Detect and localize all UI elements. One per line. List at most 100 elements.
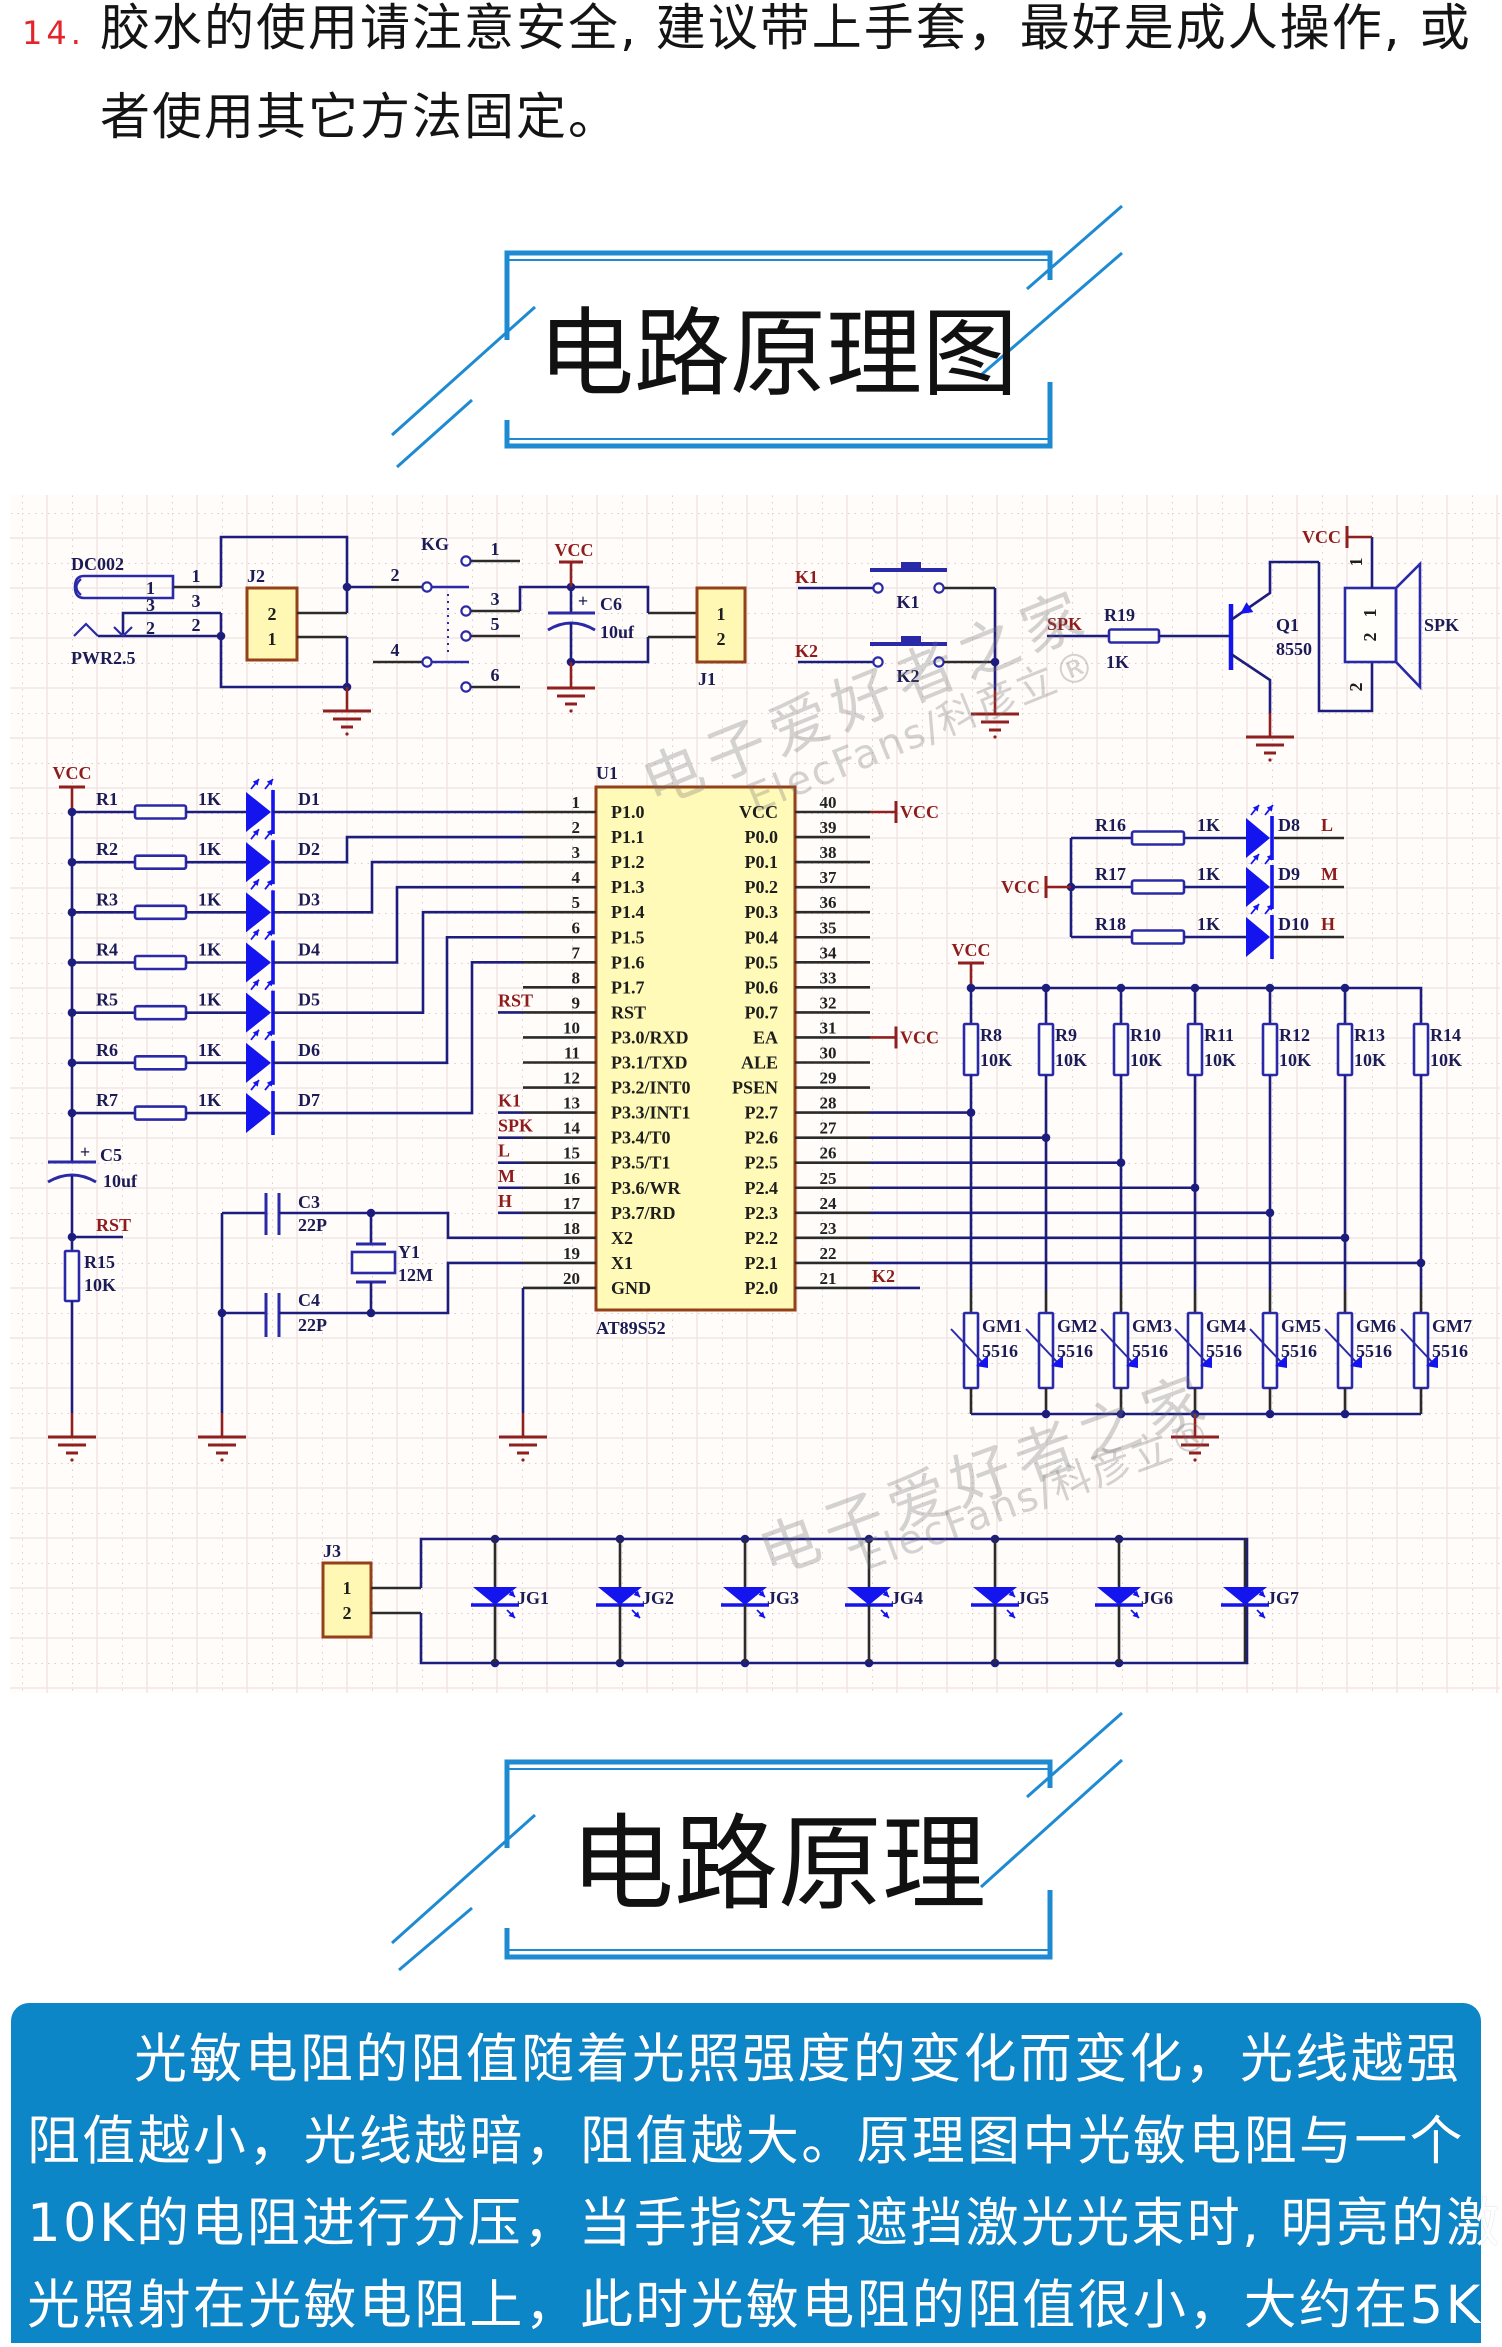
led-triangle [246, 1093, 271, 1134]
pin-number: 7 [572, 943, 581, 962]
wire [121, 611, 221, 634]
laser-diode: JG3 [721, 1534, 799, 1668]
light-arrow-icon [880, 1588, 890, 1598]
pin-name: P3.4/T0 [611, 1128, 671, 1148]
photoresistor-arrow-icon [1100, 1328, 1138, 1368]
description-panel: 光敏电阻的阻值随着光照强度的变化而变化，光线越强 阻值越小，光线越暗，阻值越大。… [11, 2003, 1499, 2343]
light-arrow-icon [1264, 853, 1274, 865]
light-arrow-icon [1130, 1609, 1140, 1619]
net-label: RST [498, 990, 533, 1010]
laser-diode: JG1 [471, 1534, 549, 1668]
switch-contact [872, 582, 884, 594]
ground-dot [345, 732, 349, 736]
pin-number: 13 [563, 1094, 580, 1113]
net-label: K2 [872, 1266, 895, 1286]
pin-number: 8 [572, 968, 581, 987]
ground-dot [220, 1458, 224, 1462]
switch-contact [421, 581, 433, 593]
pullup-label: R10 [1130, 1025, 1161, 1045]
laser-diode-label: JG5 [1017, 1588, 1049, 1608]
pin-number: 25 [820, 1169, 837, 1188]
pin-name: P0.6 [745, 977, 779, 997]
ground-icon [323, 687, 371, 736]
pin-name: ALE [741, 1053, 778, 1073]
arrow-head [252, 879, 259, 887]
resistor-label: R5 [96, 990, 118, 1010]
resistor-value: 1K [198, 940, 221, 960]
arrow-head [1252, 854, 1259, 861]
pin-number: 30 [820, 1044, 837, 1063]
resistor-body [133, 804, 188, 820]
arrow-head [1132, 1611, 1139, 1618]
speaker-body [1343, 586, 1398, 664]
photoresistor-label: GM7 [1432, 1316, 1472, 1336]
resistor-r19-label: R19 [1104, 605, 1135, 625]
pin-number: 19 [563, 1244, 580, 1263]
light-arrow-icon [880, 1609, 890, 1619]
light-arrow-icon [264, 1029, 274, 1041]
laser-diode-label: JG3 [767, 1588, 799, 1608]
led-to-mcu-wire [273, 835, 523, 864]
light-arrow-icon [264, 778, 274, 790]
arrow-head [882, 1590, 889, 1597]
jack-pin-number: 1 [192, 566, 201, 586]
pin-name: P0.1 [745, 852, 779, 872]
power-switch-label: KG [421, 534, 449, 554]
pin-number: 17 [563, 1194, 581, 1213]
arrow-head [633, 1611, 640, 1618]
resistor-r19 [1107, 628, 1161, 644]
wire [219, 535, 349, 613]
connector-pin-number: 2 [268, 604, 277, 624]
dc-jack-inner-pin: 1 [146, 578, 155, 598]
ground-icon [1246, 713, 1294, 762]
resistor-body [133, 1004, 188, 1021]
laser-diode-label: JG6 [1141, 1588, 1173, 1608]
pin-name: P3.6/WR [611, 1178, 681, 1198]
speaker-pin-number: 1 [1360, 609, 1380, 618]
arrow-head [758, 1590, 765, 1597]
pin-name: P1.4 [611, 902, 645, 922]
resistor-value: 1K [198, 1040, 221, 1060]
connector-pin-number: 1 [717, 604, 726, 624]
pin-number: 2 [572, 818, 581, 837]
light-arrow-icon [756, 1609, 766, 1619]
led-icon [1246, 853, 1274, 909]
resistor-value: 1K [198, 1090, 221, 1110]
light-arrow-icon [506, 1609, 516, 1619]
pullup-label: R13 [1354, 1025, 1385, 1045]
net-label-rst: RST [96, 1215, 131, 1235]
arrow-head [266, 1029, 273, 1037]
speaker-pin-number: 2 [1360, 633, 1380, 642]
net-label: L [1321, 815, 1333, 835]
pin-number: 9 [572, 993, 581, 1012]
frame-diagonal [980, 251, 1123, 377]
laser-diode-triangle [1097, 1587, 1141, 1605]
ground-icon [971, 690, 1019, 739]
junction-dot [1041, 1409, 1051, 1419]
laser-diode-label: JG2 [642, 1588, 674, 1608]
arrow-head [266, 879, 273, 887]
pin-number: 15 [563, 1144, 580, 1163]
pin-number: 36 [820, 893, 837, 912]
vcc-label: VCC [900, 1027, 939, 1047]
frame-diagonal [396, 398, 473, 469]
pullup-resistor-body [1412, 1022, 1430, 1077]
net-label: SPK [498, 1116, 533, 1136]
led-icon [246, 778, 275, 834]
resistor-body [133, 854, 188, 870]
